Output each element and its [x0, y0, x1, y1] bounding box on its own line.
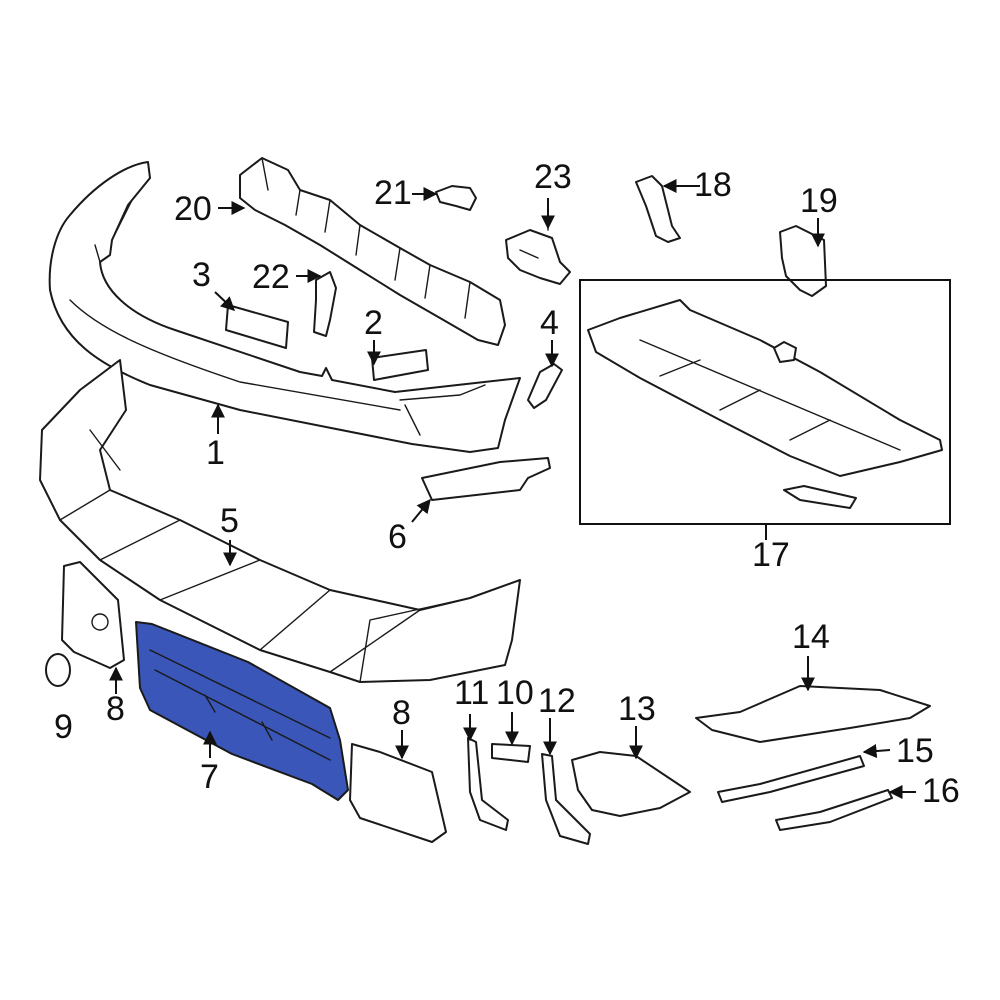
part-12-molding [541, 753, 591, 845]
part-17-group-box [579, 279, 951, 525]
callout-17: 17 [752, 536, 790, 574]
part-15-strip [717, 755, 865, 803]
part-13-cover [571, 751, 691, 817]
callout-12: 12 [538, 682, 576, 720]
part-17-fastener [773, 341, 797, 363]
part-6-guide [421, 457, 551, 501]
callout-3: 3 [192, 256, 211, 294]
part-22-bracket [313, 271, 337, 337]
part-8-right-cover [349, 743, 447, 843]
part-9-cap [45, 653, 71, 687]
part-17-under-cover [587, 299, 943, 477]
callout-8-right: 8 [392, 694, 411, 732]
part-23-bracket [505, 214, 571, 285]
callout-1: 1 [206, 434, 225, 472]
callout-labels: 1 2 3 4 5 6 7 8 8 9 10 11 12 13 14 15 16… [54, 158, 960, 810]
callout-9: 9 [54, 708, 73, 746]
part-11-molding [467, 737, 509, 831]
callout-22: 22 [252, 258, 290, 296]
part-5-reinforcement [39, 359, 521, 683]
callout-18: 18 [694, 166, 732, 204]
part-1-bumper-cover [48, 161, 521, 453]
callout-23: 23 [534, 158, 572, 196]
part-7-lower-grille [135, 621, 349, 801]
part-8-left-opening [91, 613, 109, 631]
part-18-bracket [635, 175, 681, 243]
callout-4: 4 [540, 304, 559, 342]
part-14-skid-plate [695, 685, 931, 743]
part-20-absorber [239, 157, 506, 346]
callout-10: 10 [496, 674, 534, 712]
part-10-clip [491, 743, 531, 763]
leader-lines [109, 179, 916, 799]
callout-13: 13 [618, 690, 656, 728]
callout-14: 14 [792, 618, 830, 656]
callout-5: 5 [220, 502, 239, 540]
callout-20: 20 [174, 190, 212, 228]
part-19-bracket [779, 225, 827, 297]
callout-2: 2 [364, 304, 383, 342]
part-3-reflector [225, 304, 289, 349]
part-2-reflector [371, 349, 429, 381]
part-17-pad [783, 485, 857, 509]
callout-8-left: 8 [106, 690, 125, 728]
callout-7: 7 [200, 758, 219, 796]
part-4-bracket [527, 363, 563, 409]
part-21-clip [435, 185, 477, 211]
callout-16: 16 [922, 772, 960, 810]
callout-19: 19 [800, 182, 838, 220]
part-16-strip [775, 789, 893, 831]
callout-15: 15 [896, 732, 934, 770]
callout-11: 11 [454, 674, 489, 712]
callout-21: 21 [374, 174, 412, 212]
callout-6: 6 [388, 518, 407, 556]
part-8-left-cover [61, 561, 125, 669]
